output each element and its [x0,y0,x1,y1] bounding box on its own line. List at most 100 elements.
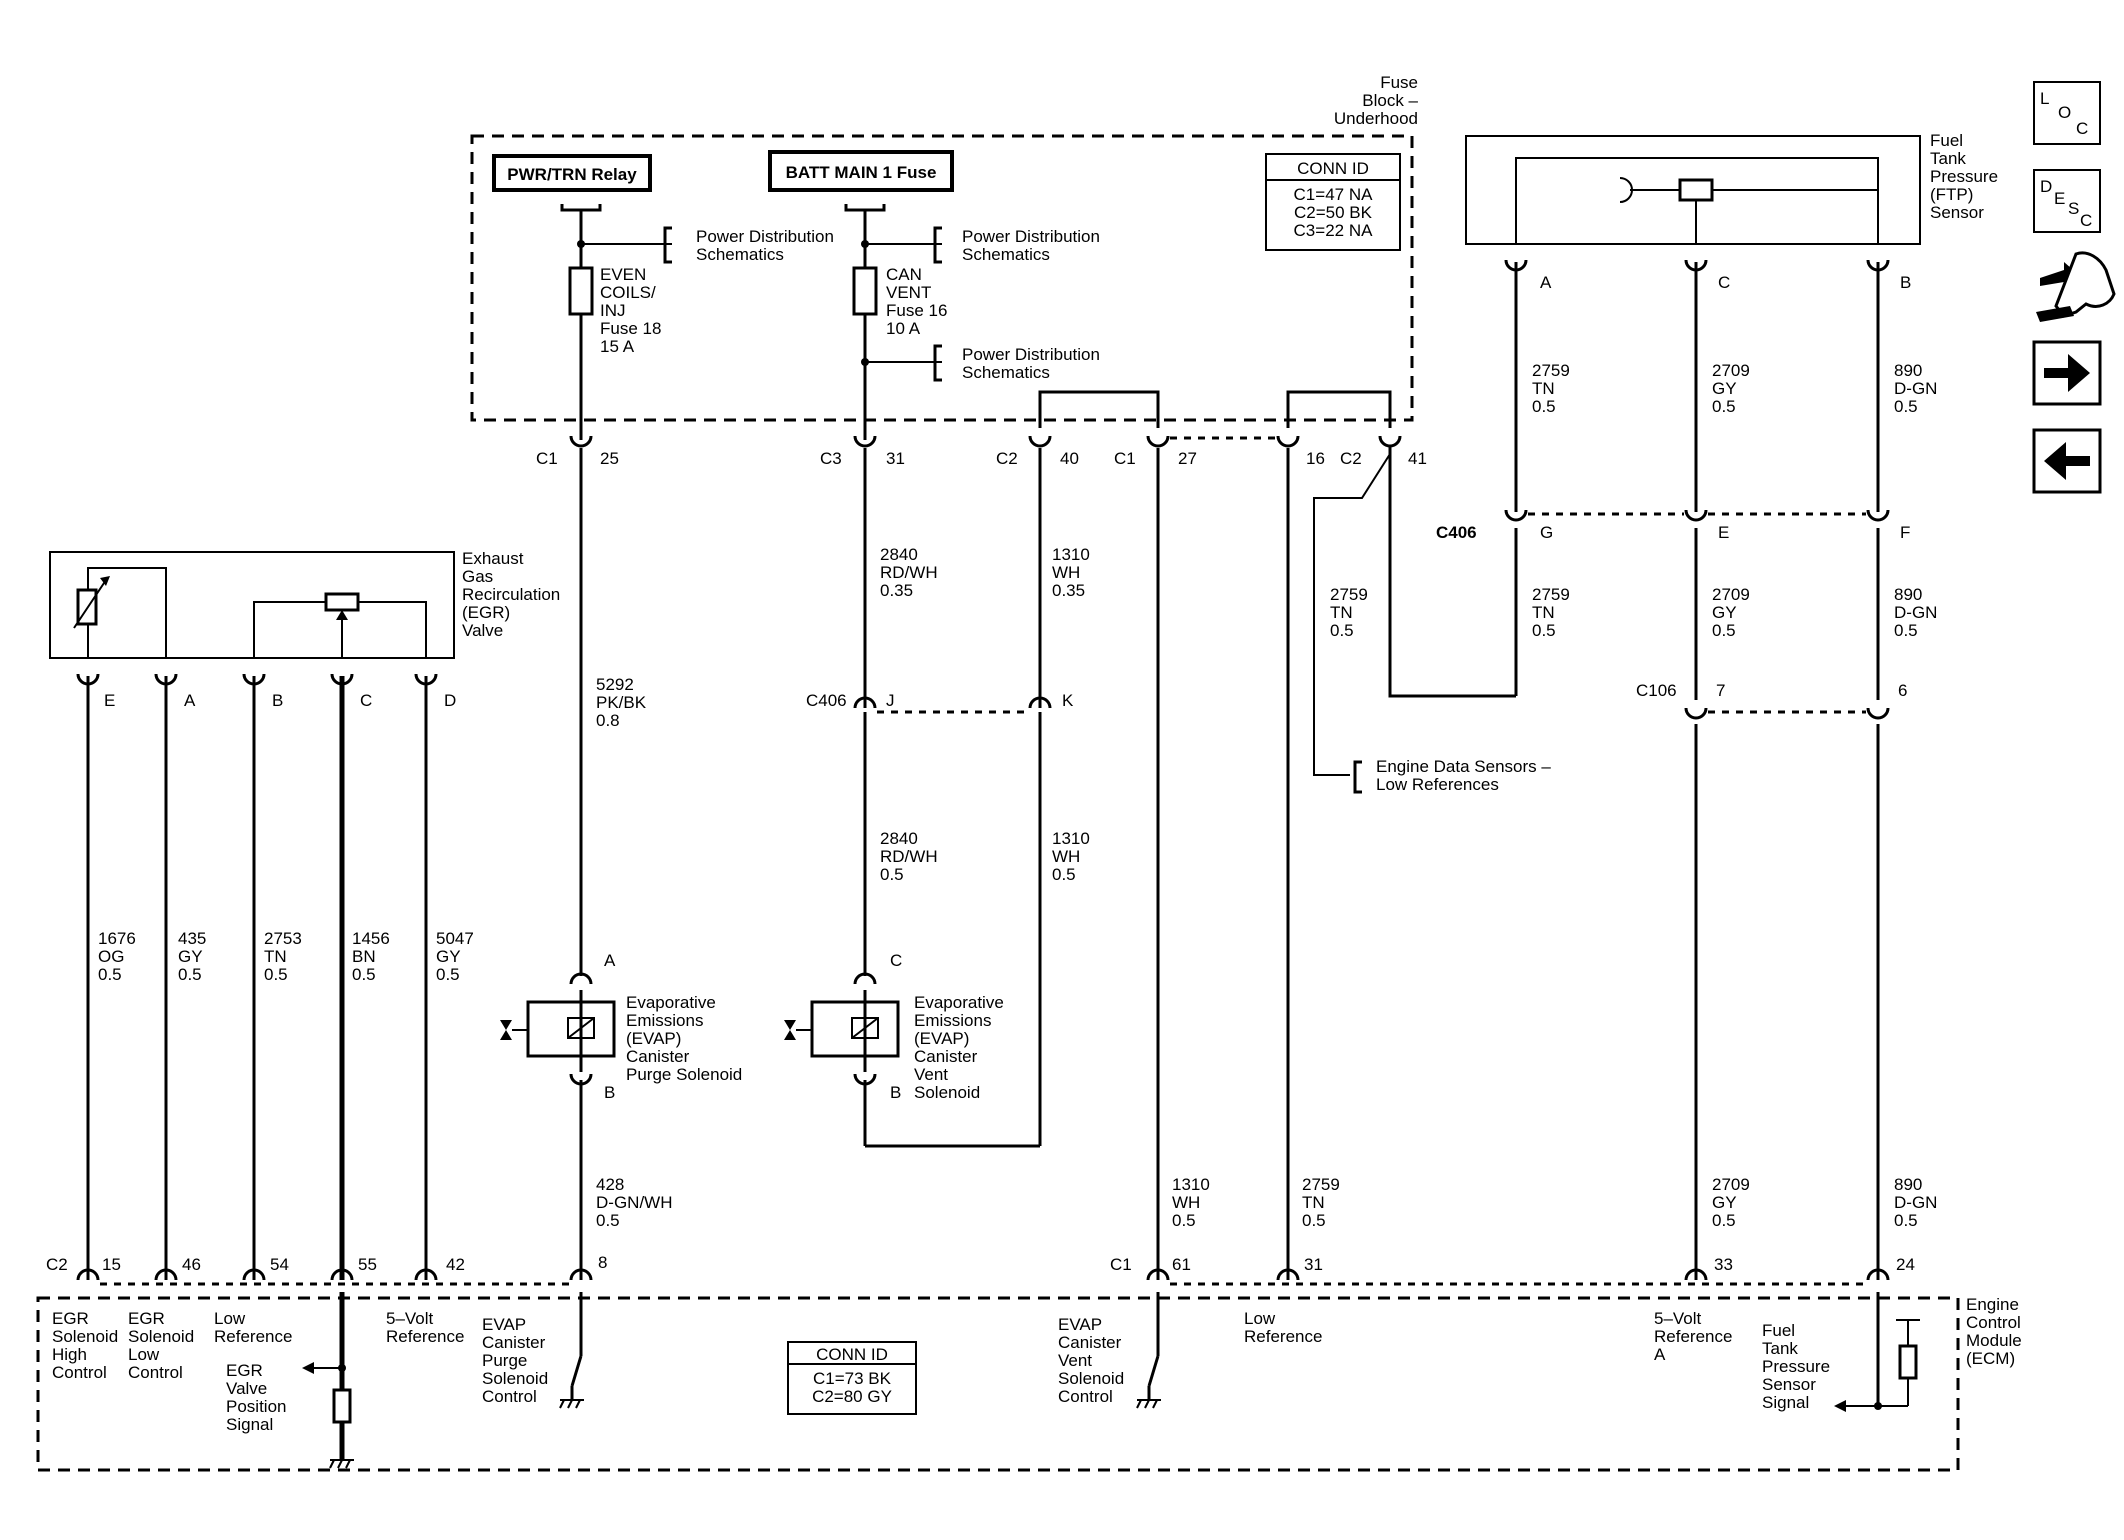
evap-vent-solenoid[interactable] [810,1000,900,1058]
ecm-connectors: C2 15 46 54 55 42 8 C1 61 31 33 24 [46,1253,1915,1286]
ecm-label: Reference [1244,1327,1322,1346]
wire-label: 2759 [1532,361,1570,380]
ecm-label: Vent [1058,1351,1092,1370]
conn-label: C2 [46,1255,68,1274]
arrow-left-icon [302,1362,314,1374]
loc-button[interactable]: L O C [2033,81,2101,145]
fuse18-label: COILS/ [600,283,656,302]
fuse18-label: 15 A [600,337,635,356]
wire-label: GY [1712,603,1737,622]
batt-main-fuse-label: BATT MAIN 1 Fuse [786,163,937,182]
wire-label: 0.5 [1302,1211,1326,1230]
conn-id-line: C1=73 BK [813,1369,892,1388]
loc-letter: O [2058,103,2071,122]
wire-label: 5047 [436,929,474,948]
egr-title: Recirculation [462,585,560,604]
conn-label: C406 [1436,523,1477,542]
conn-label: 31 [886,449,905,468]
egr-title: Exhaust [462,549,524,568]
power-dist-label: Schematics [962,363,1050,382]
evap-vent-label: Solenoid [914,1083,980,1102]
conn-id-line: C2=80 GY [812,1387,892,1406]
ecm-label: Control [52,1363,107,1382]
egr-pin: A [184,691,196,710]
evap-vent-label: Emissions [914,1011,991,1030]
conn-id-table-ecm: CONN ID C1=73 BK C2=80 GY [787,1341,917,1415]
wire-label: 5292 [596,675,634,694]
conn-label: K [1062,691,1074,710]
egr-pin: D [444,691,456,710]
evap-vent-label: Canister [914,1047,978,1066]
wire-label: GY [436,947,461,966]
wire-label: TN [1330,603,1353,622]
arrow-left-icon [1834,1400,1846,1412]
repair-tools-icon[interactable] [2036,251,2116,322]
ecm-label: A [1654,1345,1666,1364]
wire-label: 0.5 [1532,621,1556,640]
wire-label: 1310 [1052,829,1090,848]
ftp-sensor[interactable]: Fuel Tank Pressure (FTP) Sensor A C B [1465,131,1998,292]
conn-id-line: C1=47 NA [1294,185,1374,204]
egr-pin: E [104,691,115,710]
fuse18-label: INJ [600,301,626,320]
valve-icon [784,1020,796,1040]
ground-icon [329,1459,354,1469]
wire-label: 0.5 [1532,397,1556,416]
conn-label: 54 [270,1255,289,1274]
wire-label: 0.5 [1894,621,1918,640]
egr-title: Valve [462,621,503,640]
ftp-sensor-title: Sensor [1930,203,1984,222]
conn-label: 25 [600,449,619,468]
ecm-label: Reference [1654,1327,1732,1346]
engine-data-label: Engine Data Sensors – [1376,757,1551,776]
wire-label: TN [264,947,287,966]
evap-vent-pin: B [890,1083,901,1102]
wire-label: 1310 [1172,1175,1210,1194]
wire-label: 0.5 [98,965,122,984]
pwr-trn-relay-box[interactable] [492,154,652,192]
ecm-label: Tank [1762,1339,1798,1358]
wire-label: RD/WH [880,847,938,866]
ground-icon [559,1399,584,1409]
fuse-block-title-3: Underhood [1334,109,1418,128]
conn-label: E [1718,523,1729,542]
conn-label: 61 [1172,1255,1191,1274]
wire-label: 2709 [1712,585,1750,604]
desc-button[interactable]: D E S C [2033,169,2101,233]
previous-button[interactable] [2032,428,2102,494]
wire-label: D-GN/WH [596,1193,672,1212]
egr-valve[interactable]: Exhaust Gas Recirculation (EGR) Valve E … [49,549,560,710]
conn-label: 41 [1408,449,1427,468]
evap-wiring: 2840 RD/WH 0.35 1310 WH 0.35 C406 J K 28… [500,448,1937,1280]
evap-vent-label: Vent [914,1065,948,1084]
egr-title: (EGR) [462,603,510,622]
wire-label: 2759 [1302,1175,1340,1194]
desc-letter: C [2080,211,2092,230]
wire-label: 890 [1894,361,1922,380]
egr-pin: C [360,691,372,710]
evap-purge-solenoid[interactable] [526,1000,616,1058]
ecm-label: Position [226,1397,286,1416]
power-dist-label: Schematics [696,245,784,264]
conn-label: C406 [806,691,847,710]
ftp-wiring: 2759 TN 0.5 2709 GY 0.5 890 D-GN 0.5 C40… [1313,262,1937,1280]
wire-label: 0.5 [1894,397,1918,416]
conn-id-title-ecm: CONN ID [816,1345,888,1364]
loc-letter: L [2040,89,2049,108]
conn-id-line: C3=22 NA [1294,221,1374,240]
wire-label: 1456 [352,929,390,948]
wire-label: GY [1712,379,1737,398]
ecm-label: Control [128,1363,183,1382]
ecm-label: Low [1244,1309,1276,1328]
conn-label: 31 [1304,1255,1323,1274]
wire-label: 428 [596,1175,624,1194]
batt-main-fuse-box[interactable] [768,150,954,192]
conn-label: C2 [996,449,1018,468]
conn-id-table-top: CONN ID C1=47 NA C2=50 BK C3=22 NA [1265,153,1401,251]
pwr-trn-relay-label: PWR/TRN Relay [507,165,637,184]
conn-label: 40 [1060,449,1079,468]
ecm-label: High [52,1345,87,1364]
next-button[interactable] [2032,340,2102,406]
fuse-block-underhood: Fuse Block – Underhood PWR/TRN Relay BAT… [470,73,1419,440]
